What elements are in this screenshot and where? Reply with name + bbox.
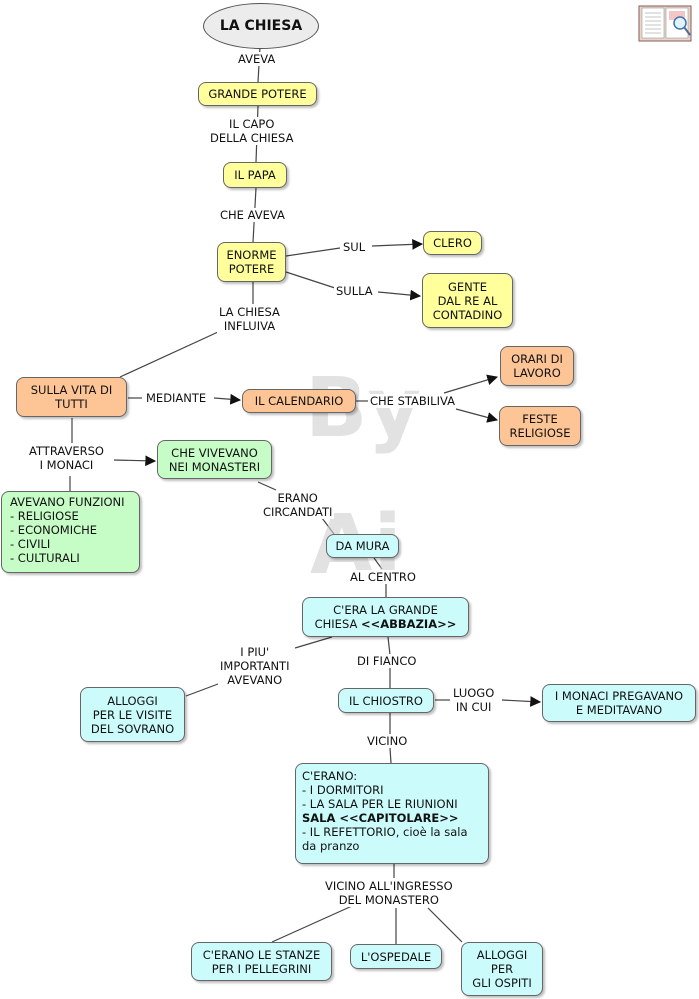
c-erano-bold-text: SALA <<CAPITOLARE>>: [302, 811, 459, 825]
link-label: ATTRAVERSO I MONACI: [27, 444, 106, 472]
link-label: CHE STABILIVA: [368, 394, 457, 408]
node-clero: CLERO: [423, 231, 482, 255]
abbazia-bold-text: <<ABBAZIA>>: [360, 617, 457, 631]
link-label: MEDIANTE: [144, 391, 209, 405]
node-chiostro: IL CHIOSTRO: [338, 688, 434, 713]
link-label: I PIU' IMPORTANTI AVEVANO: [218, 645, 292, 687]
node-funzioni: AVEVANO FUNZIONI - RELIGIOSE - ECONOMICH…: [1, 491, 140, 573]
node-abbazia: C'ERA LA GRANDE CHIESA <<ABBAZIA>>: [302, 597, 469, 637]
node-orari: ORARI DI LAVORO: [500, 346, 574, 386]
node-che-vivevano: CHE VIVEVANO NEI MONASTERI: [157, 440, 272, 479]
node-enorme-potere: ENORME POTERE: [217, 242, 286, 282]
abbazia-text: C'ERA LA GRANDE CHIESA: [314, 603, 438, 631]
node-grande-potere: GRANDE POTERE: [198, 82, 317, 106]
link-label: LUOGO IN CUI: [451, 686, 497, 714]
link-label: ERANO CIRCANDATI: [261, 491, 335, 519]
node-sulla-vita: SULLA VITA DI TUTTI: [16, 377, 127, 417]
link-label: IL CAPO DELLA CHIESA: [208, 117, 296, 145]
link-label: VICINO ALL'INGRESSO DEL MONASTERO: [323, 879, 455, 907]
node-ospedale: L'OSPEDALE: [350, 944, 442, 969]
link-label: VICINO: [365, 734, 410, 748]
link-label: AL CENTRO: [348, 570, 418, 584]
node-il-papa: IL PAPA: [223, 162, 287, 188]
node-c-erano: C'ERANO: - I DORMITORI - LA SALA PER LE …: [295, 763, 489, 864]
link-label: AVEVA: [236, 52, 278, 66]
link-label: LA CHIESA INFLUIVA: [217, 305, 282, 333]
link-label: SUL: [341, 240, 368, 254]
link-label: SULLA: [334, 284, 375, 298]
book-icon: [638, 5, 692, 42]
node-alloggi-sovrano: ALLOGGI PER LE VISITE DEL SOVRANO: [80, 687, 185, 742]
node-feste: FESTE RELIGIOSE: [499, 406, 581, 446]
node-da-mura: DA MURA: [326, 534, 399, 558]
link-label: CHE AVEVA: [218, 208, 287, 222]
node-alloggi-ospiti: ALLOGGI PER GLI OSPITI: [461, 942, 543, 996]
node-stanze: C'ERANO LE STANZE PER I PELLEGRINI: [191, 942, 332, 981]
c-erano-text: C'ERANO: - I DORMITORI - LA SALA PER LE …: [302, 769, 458, 811]
node-monaci-pregavano: I MONACI PREGAVANO E MEDITAVANO: [542, 684, 696, 722]
node-gente: GENTE DAL RE AL CONTADINO: [422, 273, 513, 328]
c-erano-text-2: - IL REFETTORIO, cioè la sala da pranzo: [302, 825, 468, 853]
node-calendario: IL CALENDARIO: [242, 389, 356, 413]
link-label: DI FIANCO: [355, 654, 419, 668]
title-node: LA CHIESA: [203, 3, 319, 49]
